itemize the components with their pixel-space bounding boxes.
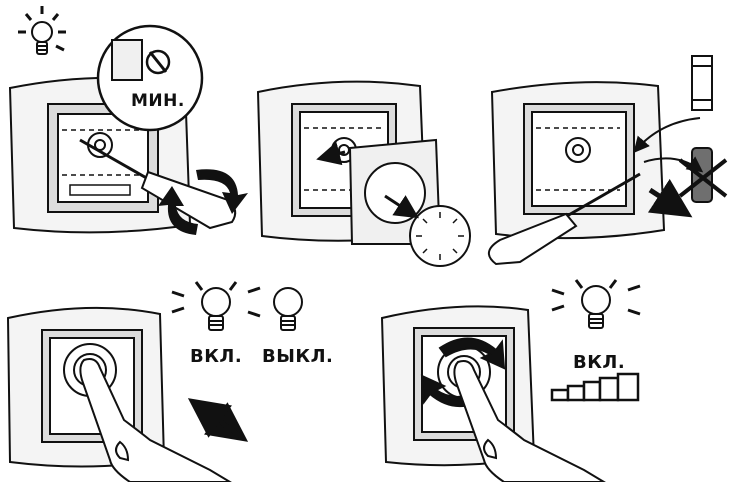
double-arrow-icon — [196, 404, 240, 436]
label-on-step5: ВКЛ. — [573, 352, 625, 373]
fuse-icon — [692, 56, 712, 110]
label-off: ВЫКЛ. — [262, 346, 333, 367]
brightness-steps-icon — [552, 374, 638, 400]
panel-step3 — [489, 56, 726, 264]
label-min: МИН. — [131, 91, 185, 111]
panel-step5 — [382, 280, 640, 482]
label-on: ВКЛ. — [190, 346, 242, 367]
bulb-off-icon — [274, 288, 302, 330]
knob — [410, 206, 470, 266]
panel-step4 — [8, 282, 302, 482]
panel-step1 — [10, 6, 248, 235]
bulb-on-icon — [172, 282, 260, 330]
magnifier-detail — [98, 26, 202, 130]
panel-step2 — [258, 82, 470, 266]
light-bulb-icon — [18, 6, 66, 54]
blown-fuse-icon — [680, 148, 726, 202]
light-bulb-icon — [552, 280, 640, 328]
